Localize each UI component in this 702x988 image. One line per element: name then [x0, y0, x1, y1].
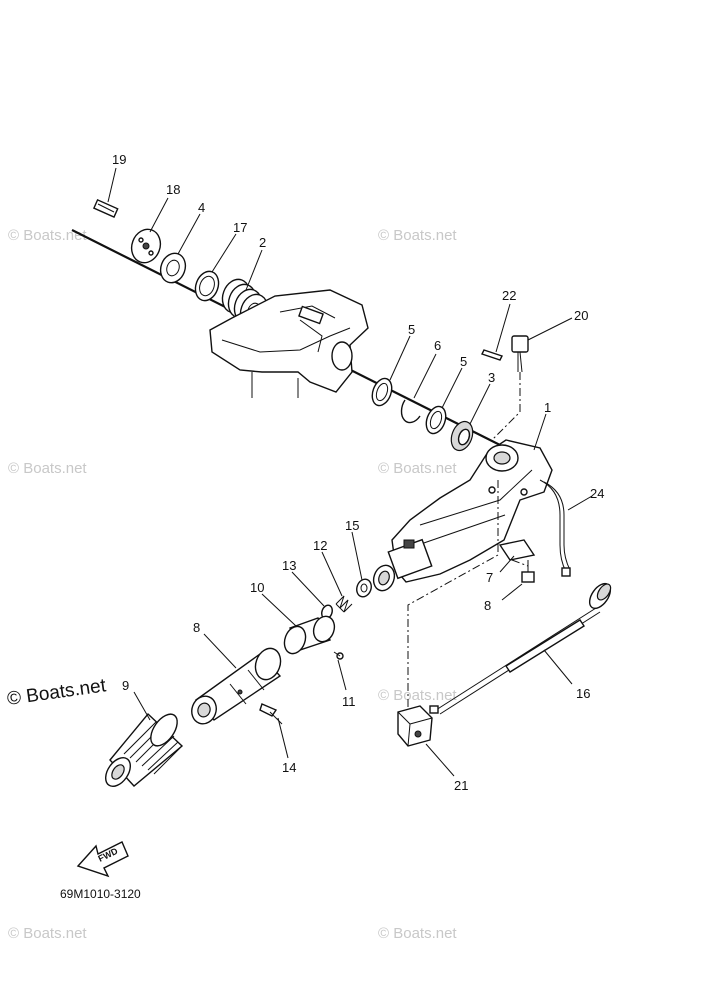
callout-23: 22 — [502, 288, 516, 303]
leader-lines — [107, 167, 593, 777]
callout-6: 6 — [434, 338, 441, 353]
callout-24: 24 — [590, 486, 604, 501]
part-21-fitting — [511, 335, 529, 373]
callout-19: 7 — [486, 570, 493, 585]
watermark: © Boats.net — [8, 460, 87, 477]
part-9-bolt — [92, 198, 119, 218]
watermark: © Boats.net — [8, 925, 87, 942]
alignment-line — [407, 480, 499, 718]
part-17-bushing — [356, 578, 372, 598]
alignment-line — [491, 372, 521, 441]
part-22-clamp — [397, 705, 433, 747]
part-24-cable — [539, 479, 571, 577]
callout-2: 2 — [259, 235, 266, 250]
part-11-grip — [104, 712, 184, 788]
part-4-washer — [159, 252, 187, 284]
callout-20: 8 — [484, 598, 491, 613]
callout-10: 8 — [193, 620, 200, 635]
part-7-oring — [194, 270, 220, 302]
part-3-washer — [450, 420, 474, 452]
callout-13: 11 — [342, 694, 356, 709]
part-19-plate — [498, 539, 536, 561]
cowling-housing — [209, 289, 369, 398]
part-16-screw — [259, 703, 283, 725]
watermark: © Boats.net — [378, 460, 457, 477]
callout-12: 10 — [250, 580, 264, 595]
part-18-rod — [429, 582, 612, 715]
fwd-arrow-icon: FWD — [76, 841, 129, 878]
callout-15: 13 — [282, 558, 296, 573]
callout-21: 20 — [574, 308, 588, 323]
part-1-handle-bracket — [372, 439, 553, 592]
callout-8: 18 — [166, 182, 180, 197]
part-5-oring-b — [425, 405, 447, 435]
alignment-line — [511, 559, 529, 567]
callouts: 19 18 4 17 2 5 6 5 3 22 20 1 24 7 8 15 1… — [112, 152, 604, 793]
watermark: © Boats.net — [378, 925, 457, 942]
callout-5a: 5 — [408, 322, 415, 337]
part-23-cotter-pin — [481, 349, 503, 361]
part-8-plate — [130, 228, 162, 264]
part-5-oring-a — [371, 377, 393, 407]
part-12-collar — [283, 615, 336, 655]
watermark: © Boats.net — [378, 687, 457, 704]
callout-1: 1 — [544, 400, 551, 415]
callout-4: 4 — [198, 200, 205, 215]
watermark: © Boats.net — [8, 227, 87, 244]
part-20-screw — [521, 560, 535, 583]
callout-7: 17 — [233, 220, 247, 235]
callout-11: 9 — [122, 678, 129, 693]
watermark-large: © Boats.net — [6, 675, 108, 710]
callout-5b: 5 — [460, 354, 467, 369]
watermark: © Boats.net — [378, 227, 457, 244]
diagram-code: 69M1010-3120 — [60, 887, 141, 901]
part-13-pin — [333, 651, 344, 660]
callout-17: 15 — [345, 518, 359, 533]
callout-3: 3 — [488, 370, 495, 385]
callout-14: 12 — [313, 538, 327, 553]
part-6-circlip — [400, 399, 421, 424]
callout-22: 21 — [454, 778, 468, 793]
part-10-throttle-shaft — [191, 647, 282, 725]
callout-18: 16 — [576, 686, 590, 701]
callout-9: 19 — [112, 152, 126, 167]
part-14-spring — [335, 595, 353, 613]
callout-16: 14 — [282, 760, 296, 775]
